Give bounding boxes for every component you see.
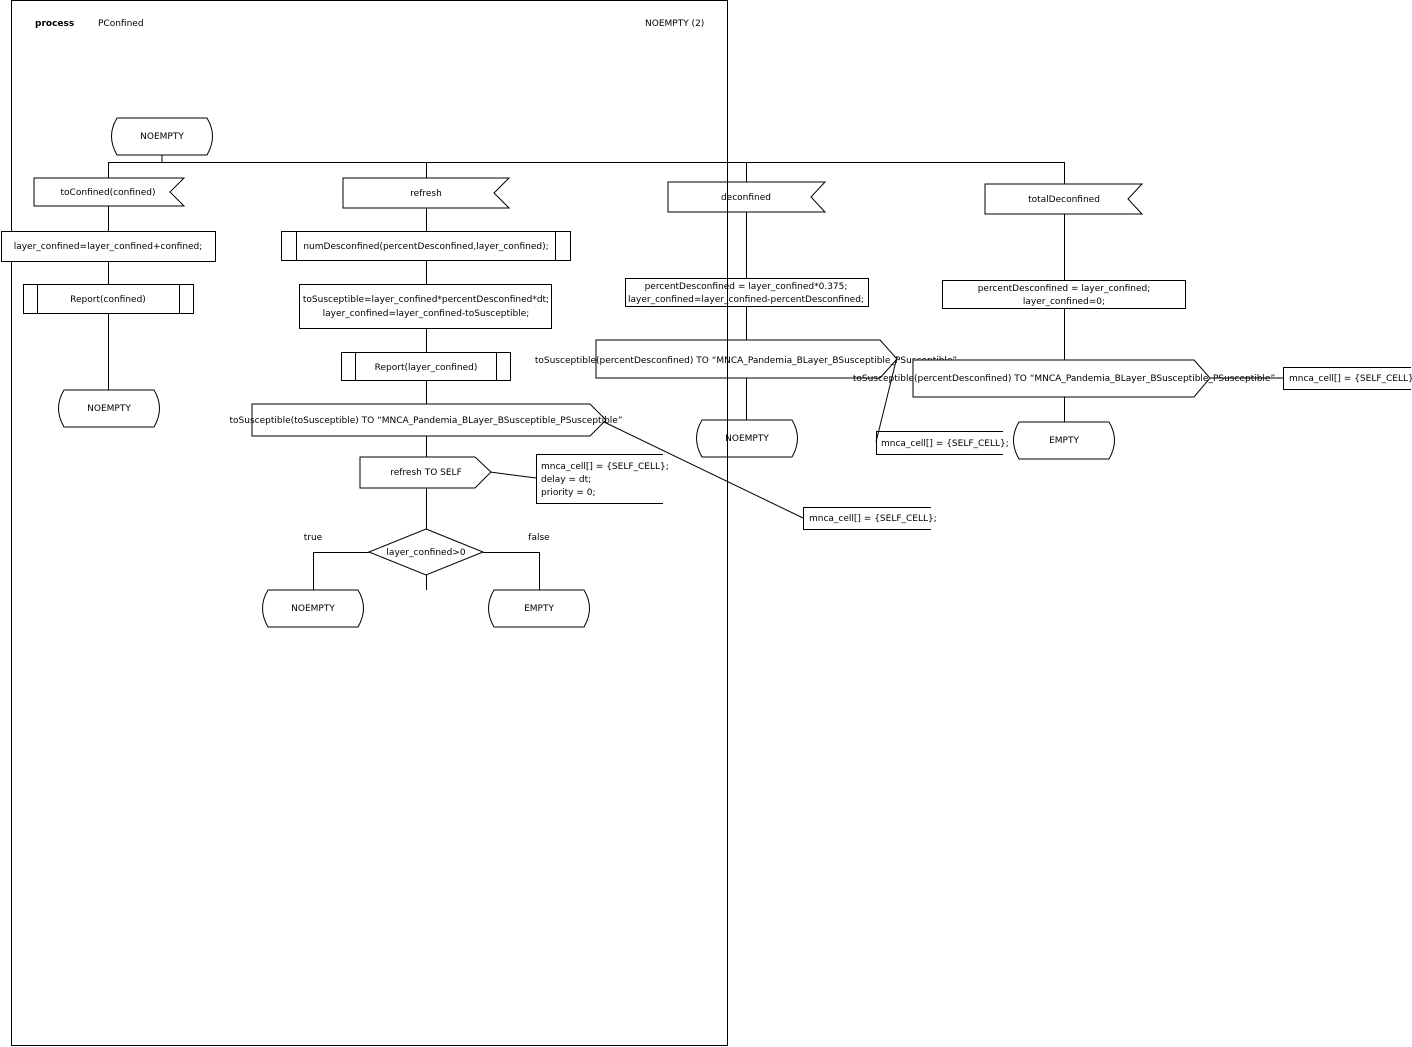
signal-refresh-label: refresh	[410, 189, 442, 199]
decision-layer-confined-label: layer_confined>0	[386, 548, 465, 558]
procedure-report-confined-label: Report(confined)	[70, 295, 146, 305]
state-noempty-3: NOEMPTY	[696, 419, 798, 458]
state-empty-1: EMPTY	[488, 589, 590, 628]
page-label: NOEMPTY (2)	[645, 19, 704, 29]
comment-totaldeconfined-output: mnca_cell[] = {SELF_CELL};	[1283, 367, 1412, 390]
signal-deconfined: deconfined	[667, 181, 827, 213]
task-deconfined-line2: layer_confined=layer_confined-percentDes…	[628, 295, 864, 305]
comment-totaldeconfined-output-label: mnca_cell[] = {SELF_CELL};	[1289, 374, 1412, 384]
timer-refresh-self-label: refresh TO SELF	[390, 468, 462, 478]
signal-refresh: refresh	[342, 177, 511, 209]
decision-layer-confined: layer_confined>0	[367, 528, 485, 576]
signal-deconfined-label: deconfined	[721, 193, 771, 203]
task-tosusceptible-line1: toSusceptible=layer_confined*percentDesc…	[303, 295, 549, 305]
decision-false-label: false	[528, 533, 550, 543]
state-noempty-1-label: NOEMPTY	[87, 404, 131, 414]
comment-timer-line1: mnca_cell[] = {SELF_CELL};	[541, 462, 669, 472]
comment-deconfined-output-label: mnca_cell[] = {SELF_CELL};	[881, 439, 1009, 449]
state-empty-2-label: EMPTY	[1049, 436, 1079, 446]
state-empty-1-label: EMPTY	[524, 604, 554, 614]
state-noempty-2: NOEMPTY	[262, 589, 364, 628]
procedure-report-layer: Report(layer_confined)	[341, 352, 511, 381]
task-deconfined: percentDesconfined = layer_confined*0.37…	[625, 278, 869, 307]
procedure-numdesconfined-label: numDesconfined(percentDesconfined,layer_…	[303, 242, 548, 252]
state-noempty-1: NOEMPTY	[58, 389, 160, 428]
state-noempty-2-label: NOEMPTY	[291, 604, 335, 614]
process-keyword: process	[35, 19, 74, 29]
comment-connectors	[489, 356, 1283, 519]
task-totaldeconfined-line2: layer_confined=0;	[1023, 297, 1105, 307]
task-tosusceptible: toSusceptible=layer_confined*percentDesc…	[299, 284, 552, 329]
state-noempty-3-label: NOEMPTY	[725, 434, 769, 444]
task-totaldeconfined-line1: percentDesconfined = layer_confined;	[978, 284, 1151, 294]
output-refresh-tosusceptible-label: toSusceptible(toSusceptible) TO “MNCA_Pa…	[230, 416, 623, 426]
signal-toconfined: toConfined(confined)	[33, 177, 186, 207]
procedure-report-confined: Report(confined)	[23, 284, 194, 314]
output-totaldeconfined-tosusceptible-label: toSusceptible(percentDesconfined) TO “MN…	[853, 374, 1275, 384]
decision-true-label: true	[304, 533, 323, 543]
comment-refresh-output-label: mnca_cell[] = {SELF_CELL};	[809, 514, 937, 524]
task-deconfined-line1: percentDesconfined = layer_confined*0.37…	[645, 282, 848, 292]
procedure-report-layer-label: Report(layer_confined)	[375, 363, 478, 373]
signal-toconfined-label: toConfined(confined)	[61, 188, 156, 198]
output-deconfined-tosusceptible: toSusceptible(percentDesconfined) TO “MN…	[535, 339, 957, 379]
comment-timer: mnca_cell[] = {SELF_CELL}; delay = dt; p…	[536, 454, 669, 504]
task-tosusceptible-line2: layer_confined=layer_confined-toSuscepti…	[323, 309, 530, 319]
process-name: PConfined	[98, 19, 144, 29]
task-toconfined-label: layer_confined=layer_confined+confined;	[14, 242, 203, 252]
procedure-numdesconfined: numDesconfined(percentDesconfined,layer_…	[281, 231, 571, 261]
state-empty-2: EMPTY	[1013, 421, 1115, 460]
task-toconfined: layer_confined=layer_confined+confined;	[1, 231, 216, 262]
start-state-label: NOEMPTY	[140, 132, 184, 142]
page-frame	[11, 0, 728, 1046]
comment-deconfined-output: mnca_cell[] = {SELF_CELL};	[876, 431, 1009, 455]
output-deconfined-tosusceptible-label: toSusceptible(percentDesconfined) TO “MN…	[535, 356, 957, 366]
task-totaldeconfined: percentDesconfined = layer_confined; lay…	[942, 280, 1186, 309]
output-totaldeconfined-tosusceptible: toSusceptible(percentDesconfined) TO “MN…	[853, 359, 1275, 398]
signal-totaldeconfined-label: totalDeconfined	[1028, 195, 1100, 205]
signal-totaldeconfined: totalDeconfined	[984, 183, 1144, 215]
start-state: NOEMPTY	[111, 117, 213, 156]
comment-timer-line3: priority = 0;	[541, 488, 596, 498]
timer-refresh-self: refresh TO SELF	[359, 456, 492, 489]
comment-timer-line2: delay = dt;	[541, 475, 591, 485]
comment-refresh-output: mnca_cell[] = {SELF_CELL};	[803, 507, 937, 530]
output-refresh-tosusceptible: toSusceptible(toSusceptible) TO “MNCA_Pa…	[230, 403, 623, 437]
